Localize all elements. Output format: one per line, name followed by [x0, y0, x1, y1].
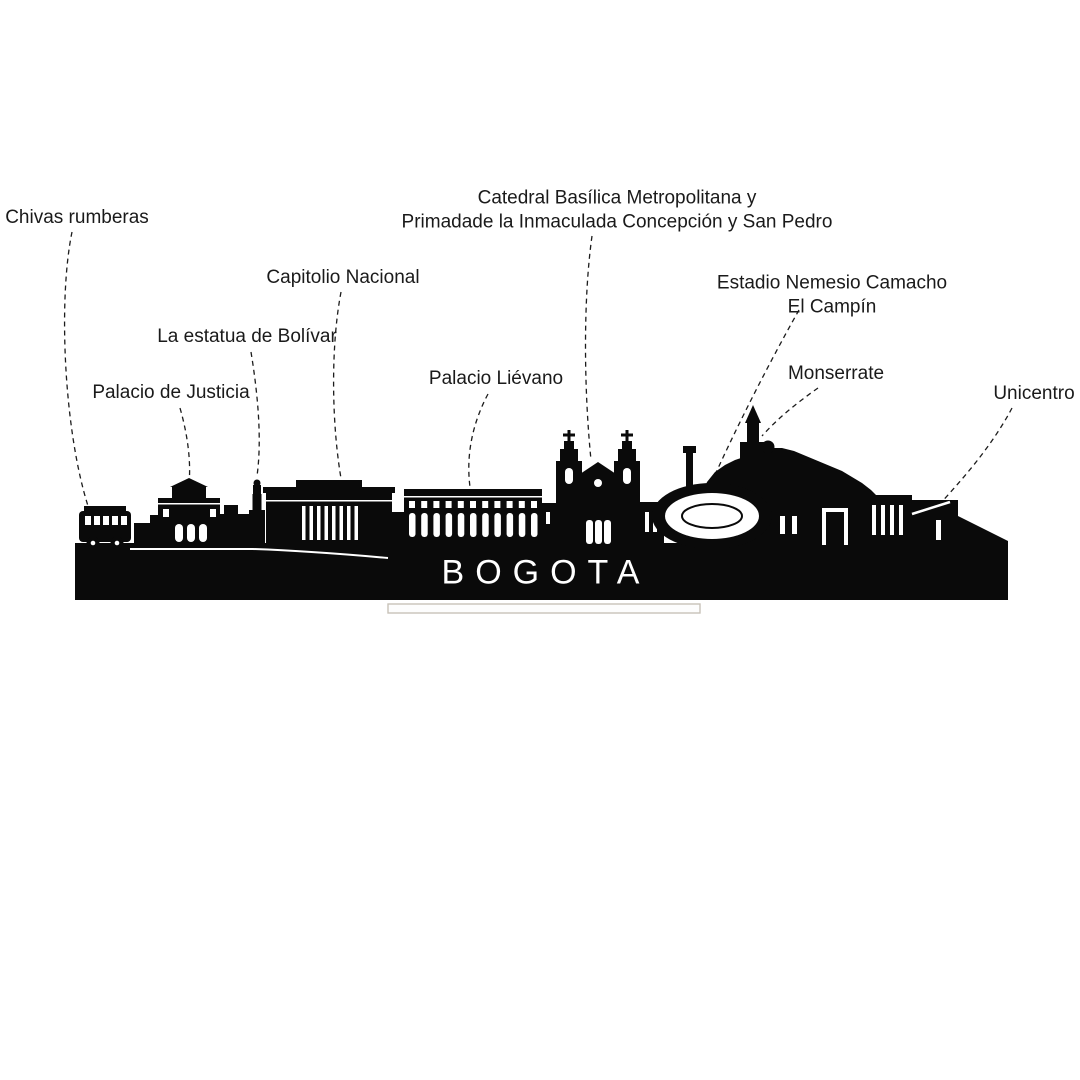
palacio-justicia-silhouette [158, 478, 220, 545]
stand [387, 603, 701, 614]
leader-line-capitolio [332, 291, 343, 485]
label-palacio-lievano: Palacio Liévano [428, 368, 564, 390]
skyline-silhouette [75, 405, 1008, 600]
label-palacio-de-justicia: Palacio de Justicia [92, 382, 250, 404]
low-block-silhouette [392, 512, 404, 545]
connector-block-silhouette [542, 503, 556, 545]
unicentro-silhouette [911, 500, 958, 545]
label-estadio-el-campin: Estadio Nemesio Camacho El Campín [716, 272, 948, 317]
label-catedral-basilica: Catedral Basílica Metropolitana y Primad… [401, 187, 833, 232]
small-house-silhouette [134, 515, 158, 545]
leader-line-lievano [468, 393, 489, 488]
mid-block-silhouette [220, 505, 250, 545]
leader-line-chivas [63, 231, 89, 507]
leader-line-catedral [584, 235, 593, 461]
bolivar-statue-silhouette [249, 479, 265, 545]
base-plinth [75, 516, 1008, 600]
leader-line-estatua [250, 351, 260, 477]
bogota-cutout-title: BOGOTA [441, 553, 651, 592]
label-capitolio-nacional: Capitolio Nacional [266, 267, 420, 289]
palacio-lievano-silhouette [404, 489, 542, 545]
label-estatua-de-bolivar: La estatua de Bolívar [157, 326, 337, 348]
cathedral-silhouette [556, 430, 640, 545]
chiva-bus-silhouette [79, 506, 131, 550]
leader-line-monserrate [761, 387, 819, 437]
street-engraving [130, 548, 389, 559]
label-unicentro: Unicentro [993, 383, 1075, 405]
capitolio-silhouette [263, 480, 395, 545]
right-buildings-silhouette [772, 495, 912, 545]
leader-line-unicentro [936, 407, 1013, 508]
leader-line-justicia [179, 407, 191, 485]
label-monserrate: Monserrate [787, 363, 885, 385]
label-chivas-rumberas: Chivas rumberas [5, 207, 149, 229]
estadio-silhouette [652, 446, 772, 549]
